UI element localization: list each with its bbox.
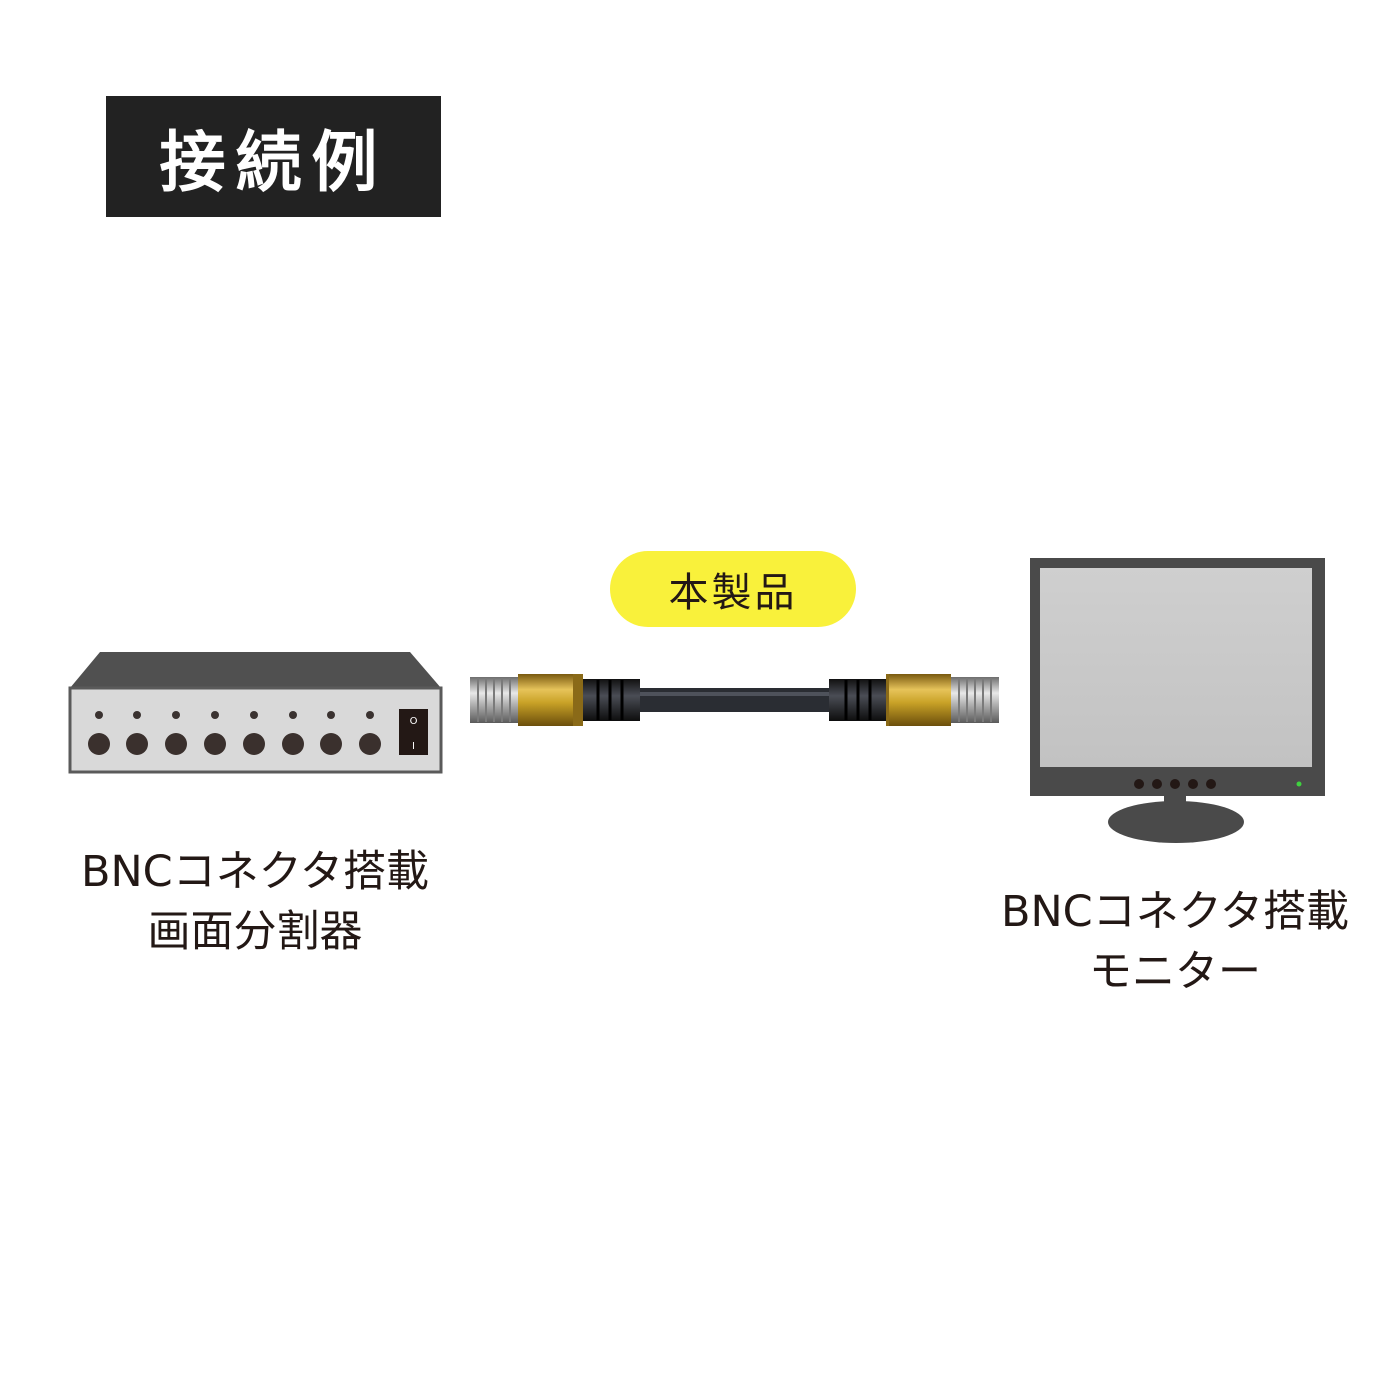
bnc-connector-right — [829, 674, 999, 726]
splitter-led-dots — [95, 711, 374, 719]
monitor-label-line2: モニター — [1089, 947, 1261, 997]
power-switch: O I — [399, 709, 428, 755]
monitor-power-led — [1296, 781, 1302, 787]
monitor-label: BNCコネクタ搭載 モニター — [965, 882, 1385, 1002]
splitter-label-line2: 画面分割器 — [147, 907, 363, 957]
monitor-buttons — [1134, 779, 1216, 789]
switch-off-label: I — [412, 741, 415, 752]
page-title: 接続例 — [159, 123, 388, 201]
cable-body — [636, 688, 831, 712]
monitor-screen — [1040, 568, 1312, 767]
screen-splitter-device: O I — [68, 652, 443, 774]
splitter-top-panel — [70, 652, 441, 688]
bnc-connector-left — [470, 674, 640, 726]
bnc-cable-product — [470, 674, 999, 726]
splitter-label-line1: BNCコネクタ搭載 — [81, 847, 429, 897]
splitter-front-panel — [68, 686, 443, 774]
splitter-label: BNCコネクタ搭載 画面分割器 — [40, 842, 470, 962]
switch-on-label: O — [410, 716, 418, 727]
monitor-device — [1030, 558, 1325, 843]
splitter-buttons — [88, 733, 381, 755]
product-badge: 本製品 — [610, 551, 856, 627]
product-label: 本製品 — [668, 570, 798, 616]
monitor-label-line1: BNCコネクタ搭載 — [1001, 887, 1349, 937]
title-box: 接続例 — [106, 96, 441, 217]
monitor-stand-base — [1108, 801, 1244, 843]
